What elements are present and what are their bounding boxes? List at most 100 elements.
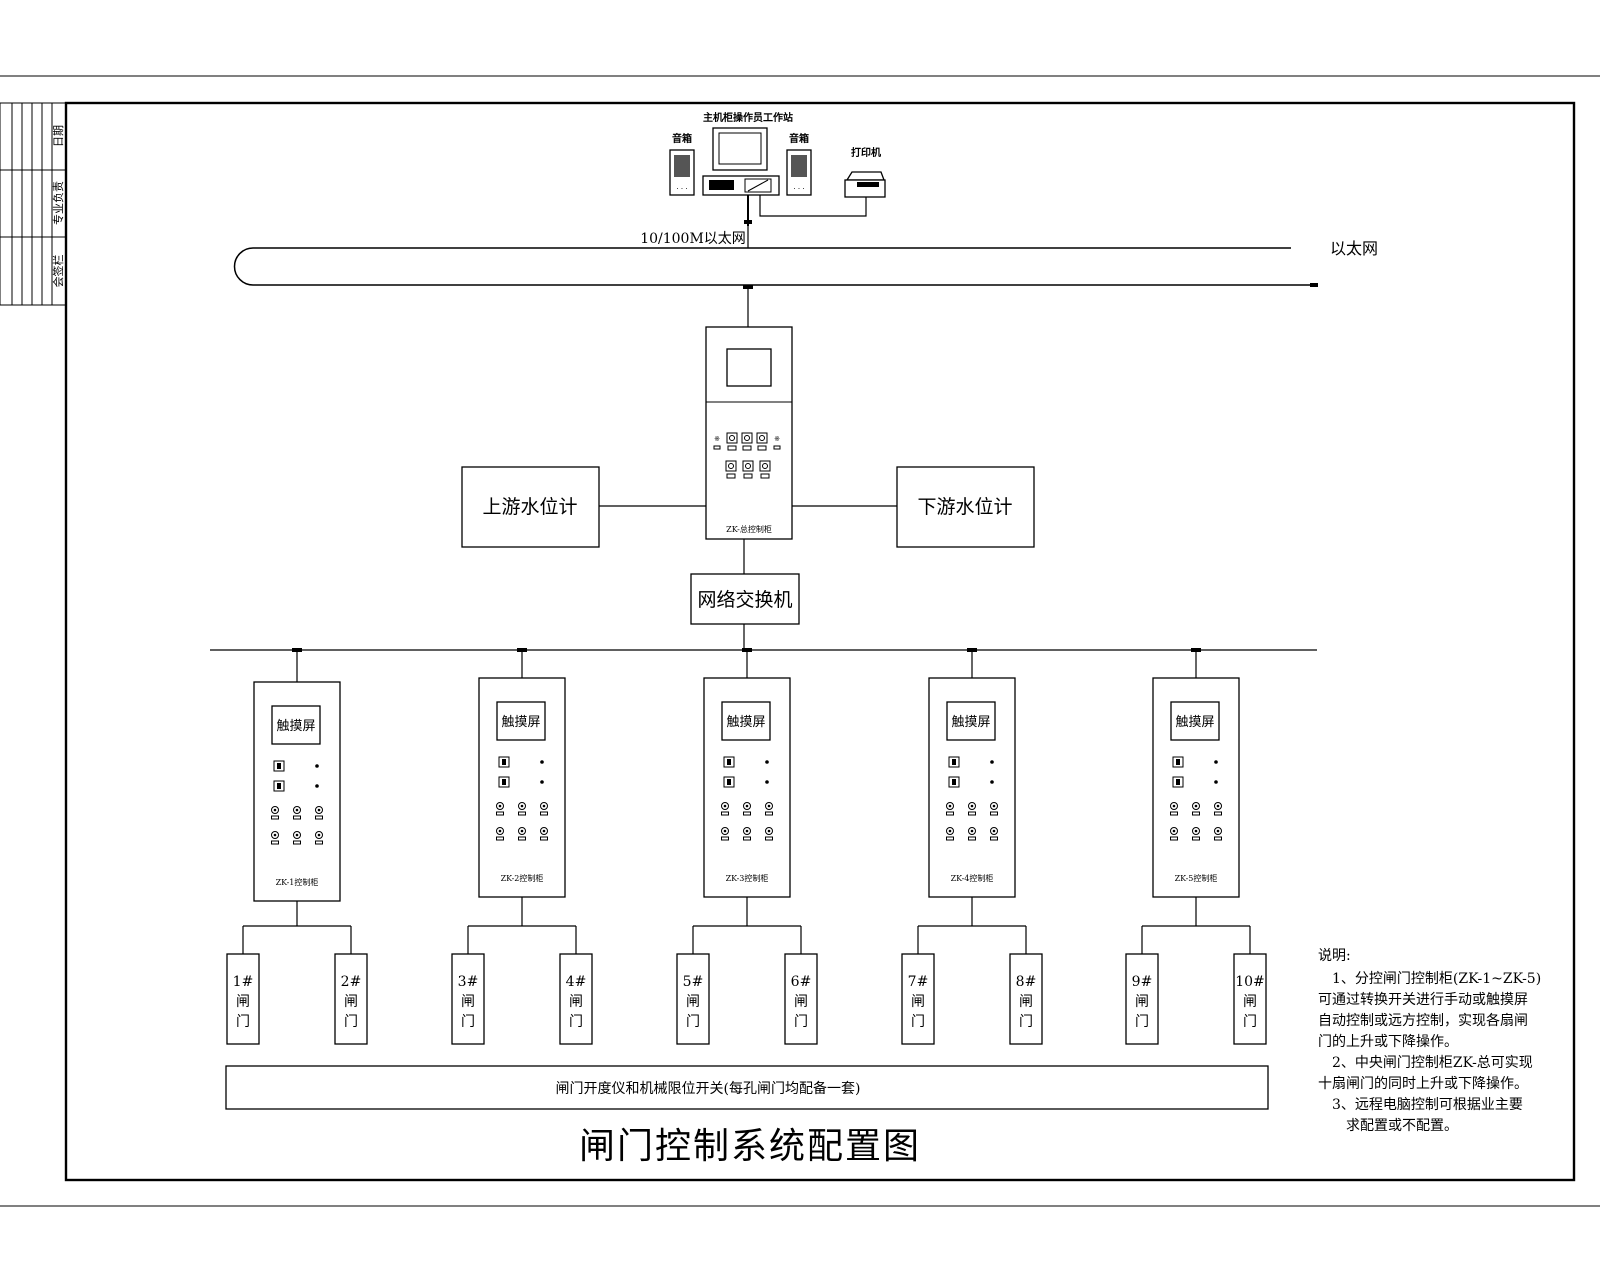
selector-switch-icon [726,432,738,444]
gate-label-char-2: 门 [344,1014,358,1030]
indicator-icon [1170,827,1178,835]
ethernet-label: 10/100M以太网 [640,231,746,247]
gate-number: 2# [341,974,362,990]
indicator-icon [540,802,548,810]
touch-screen [721,701,771,741]
gate-6: 6#闸门 [784,953,818,1045]
downstream-label: 下游水位计 [917,496,1012,518]
indicator-icon [990,827,998,835]
selector-switch-icon [498,776,510,788]
sub-cabinet-label: ZK-2控制柜 [501,873,544,883]
gate-label-char-1: 闸 [686,994,700,1010]
indicator-icon [271,831,279,839]
ethernet-ring: 10/100M以太网 以太网 [233,226,1378,327]
speaker-right-label: 音箱 [789,132,809,145]
lamp-icon [315,764,319,768]
notes-heading: 说明: [1318,948,1351,964]
gate-3: 3# 闸门 [451,953,485,1045]
note-line-2: 可通过转换开关进行手动或触摸屏 [1318,991,1528,1008]
gate-label-char-1: 闸 [911,994,925,1010]
switch-label: 网络交换机 [697,589,792,611]
lamp-icon [765,760,769,764]
touch-screen [1170,701,1220,741]
printer-icon [845,171,885,181]
selector-switch-icon [723,776,735,788]
indicator-icon [765,827,773,835]
central-cabinet-label: ZK-总控制柜 [726,524,772,534]
indicator-icon [765,802,773,810]
gate-number: 3# [458,974,479,990]
diagram-title: 闸门控制系统配置图 [579,1126,921,1167]
gate-2: 2#闸门 [334,953,368,1045]
lamp-icon [315,784,319,788]
gate-label-char-2: 门 [569,1014,583,1030]
note-line-4: 门的上升或下降操作。 [1318,1034,1458,1050]
selector-switch-icon [948,776,960,788]
selector-switch-icon [498,756,510,768]
note-line-1: 1、分控闸门控制柜(ZK-1~ZK-5) [1332,971,1541,987]
selector-switch-icon [1172,756,1184,768]
indicator-icon [721,827,729,835]
note-line-3: 自动控制或远方控制，实现各扇闸 [1318,1013,1528,1029]
svg-text:· · ·: · · · [793,185,804,193]
workstation-title: 主机柜操作员工作站 [703,111,793,124]
indicator-icon [496,802,504,810]
gate-label-char-2: 门 [794,1014,808,1030]
gate-7: 7#闸门 [901,953,935,1045]
indicator-icon [271,806,279,814]
touch-screen-label: 触摸屏 [1175,715,1214,730]
gate-label-char-1: 闸 [1135,994,1149,1010]
gate-5: 5#闸门 [676,953,710,1045]
indicator-icon [721,802,729,810]
indicator-icon [1192,827,1200,835]
sub-cabinet-label: ZK-4控制柜 [951,873,994,883]
selector-switch-icon [742,460,754,472]
gate-label-char-1: 闸 [236,994,250,1010]
gate-label-char-1: 闸 [461,994,475,1010]
ring-label: 以太网 [1330,239,1378,258]
touch-screen-label: 触摸屏 [276,719,315,734]
gate-number: 1# [233,974,254,990]
touch-screen [946,701,996,741]
gate-label-char-2: 门 [1243,1014,1257,1030]
indicator-icon [1192,802,1200,810]
gate-4: 4#闸门 [559,953,593,1045]
indicator-icon [315,806,323,814]
gate-10: 10#闸门 [1233,953,1267,1045]
indicator-icon [946,802,954,810]
selector-switch-icon [723,756,735,768]
touch-screen-label: 触摸屏 [951,715,990,730]
indicator-icon [1214,802,1222,810]
gate-label-char-2: 门 [1019,1014,1033,1030]
printer-label: 打印机 [851,146,881,159]
lamp-icon [990,760,994,764]
touch-screen [496,701,546,741]
sub-cabinets: 触摸屏ZK-1控制柜1#闸门2#闸门触摸屏ZK-2控制柜3#闸门4#闸门触摸屏Z… [226,648,1267,1045]
indicator-icon [518,827,526,835]
sub-cabinet-label: ZK-1控制柜 [276,877,319,887]
indicator-icon [540,827,548,835]
gate-label-char-2: 门 [461,1014,475,1030]
touch-screen-label: 触摸屏 [726,715,765,730]
indicator-icon [946,827,954,835]
selector-switch-icon [1172,776,1184,788]
note-line-6: 十扇闸门的同时上升或下降操作。 [1318,1076,1528,1092]
operator-workstation: 主机柜操作员工作站 音箱 · · · 音箱 · · · 打印机 [669,111,886,226]
gate-label-char-2: 门 [911,1014,925,1030]
gate-label-char-2: 门 [1135,1014,1149,1030]
indicator-icon [293,831,301,839]
gate-number: 8# [1016,974,1037,990]
gate-number: 9# [1132,974,1153,990]
selector-switch-icon [273,760,285,772]
upstream-label: 上游水位计 [482,496,577,518]
gate-label-char-2: 门 [236,1014,250,1030]
title-block-lead: 专业负责 [51,181,65,225]
indicator-icon [518,802,526,810]
title-block-sign: 会签栏 [51,255,65,288]
indicator-icon [743,827,751,835]
